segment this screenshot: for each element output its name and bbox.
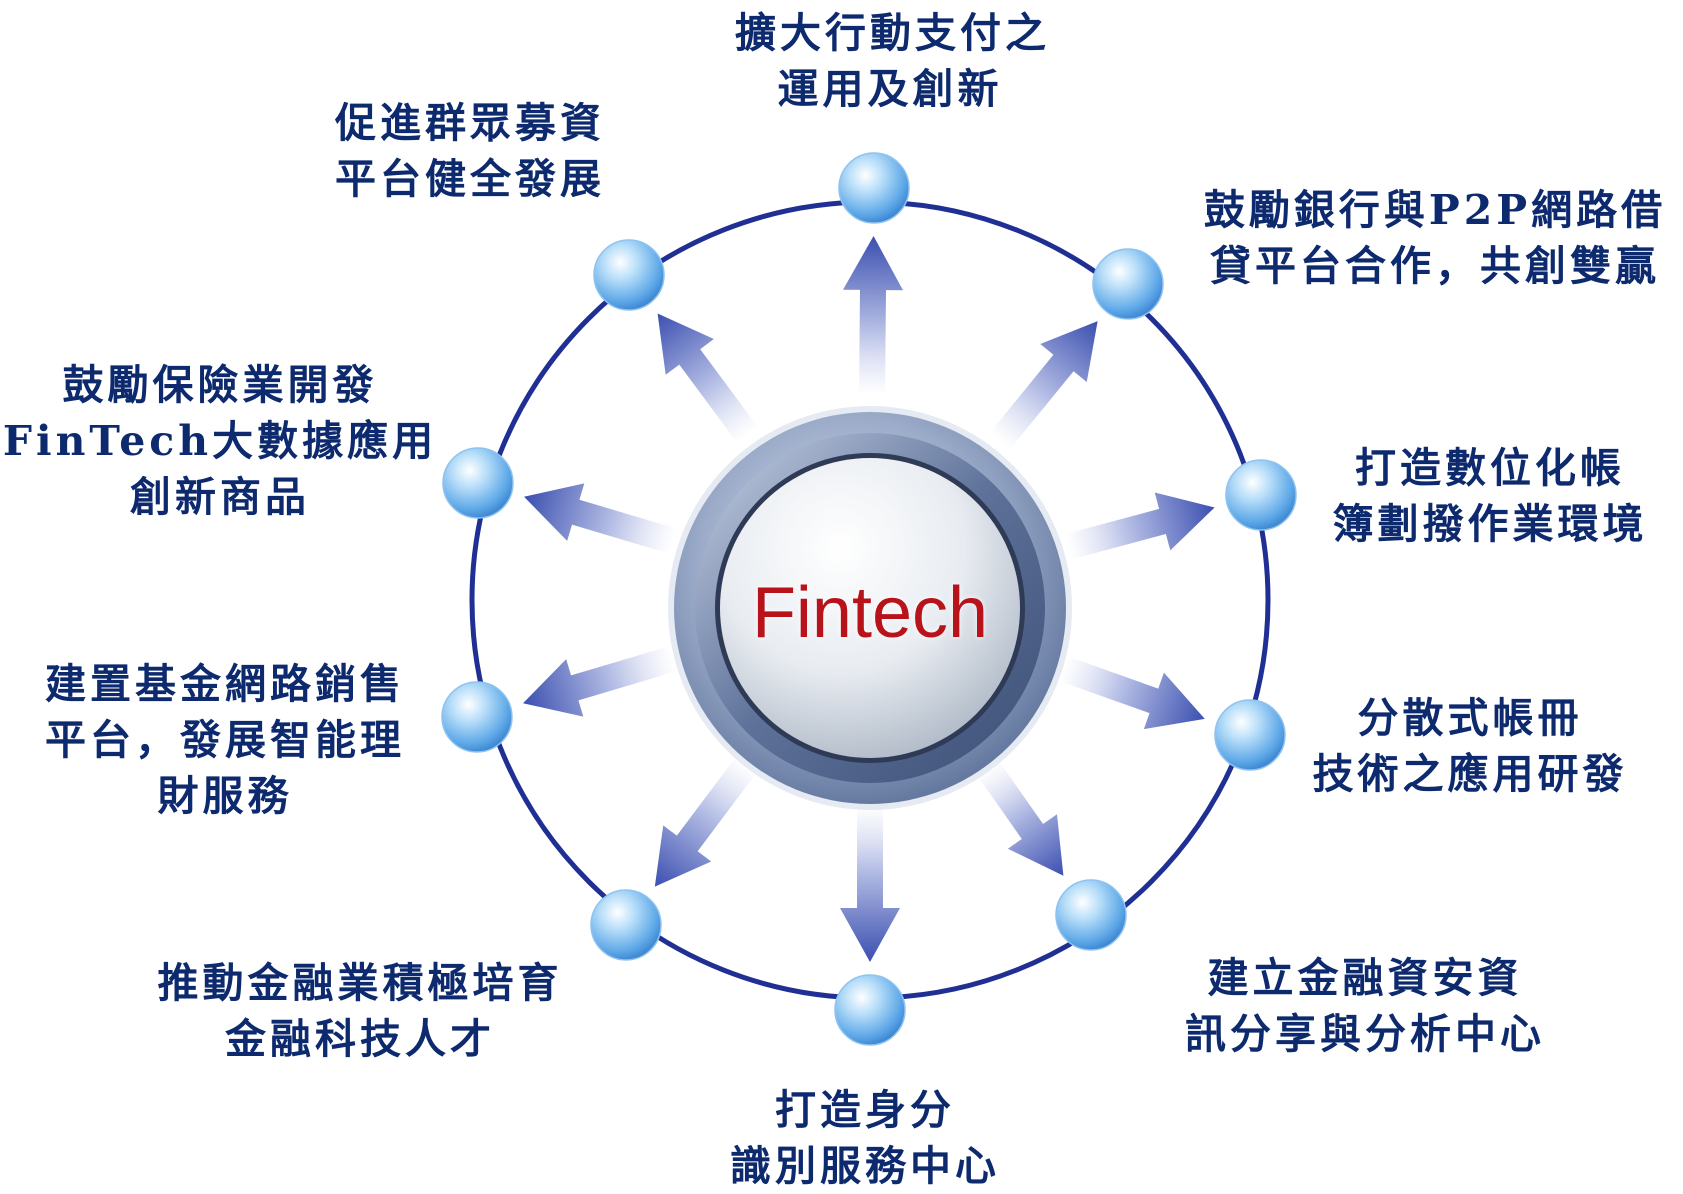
label-line: 訊分享與分析中心: [1185, 1010, 1545, 1058]
label-talent: 推動金融業積極培育金融科技人才: [140, 955, 580, 1067]
label-mobile-payment: 擴大行動支付之運用及創新: [735, 5, 1050, 117]
node-fund-platform: [441, 681, 513, 753]
node-p2p-lending: [1092, 248, 1164, 320]
label-identity-center: 打造身分識別服務中心: [715, 1082, 1015, 1194]
nodes-group: [441, 152, 1297, 1046]
node-insurance: [442, 447, 514, 519]
node-distributed-ledger: [1214, 699, 1286, 771]
label-line: 鼓勵保險業開發: [62, 361, 378, 409]
label-line: 技術之應用研發: [1312, 750, 1628, 798]
label-digital-account: 打造數位化帳簿劃撥作業環境: [1325, 440, 1655, 552]
label-distributed-ledger: 分散式帳冊技術之應用研發: [1305, 690, 1635, 802]
arrow-crowdfunding: [657, 313, 759, 444]
label-fund-platform: 建置基金網路銷售平台，發展智能理財服務: [15, 656, 435, 824]
label-line: 打造數位化帳: [1355, 444, 1625, 492]
label-line: 建立金融資安資: [1207, 954, 1523, 1002]
arrow-p2p-lending: [989, 321, 1098, 450]
label-line: 推動金融業積極培育: [157, 959, 563, 1007]
label-line: 識別服務中心: [730, 1142, 1000, 1190]
center-hub: [668, 406, 1072, 810]
label-line: 促進群眾募資: [335, 99, 605, 147]
node-digital-account: [1225, 459, 1297, 531]
label-crowdfunding: 促進群眾募資平台健全發展: [315, 95, 625, 207]
arrow-mobile-payment: [843, 235, 904, 396]
node-mobile-payment: [838, 152, 910, 224]
label-line: 平台，發展智能理: [45, 716, 405, 764]
node-talent: [590, 889, 662, 961]
arrow-security-center: [977, 760, 1064, 876]
label-line: 貸平台合作，共創雙贏: [1210, 242, 1660, 290]
center-label: Fintech: [751, 573, 989, 653]
arrow-fund-platform: [523, 646, 678, 717]
label-line: 金融科技人才: [225, 1015, 495, 1063]
arrow-insurance: [523, 483, 678, 554]
node-crowdfunding: [593, 239, 665, 311]
label-security-center: 建立金融資安資訊分享與分析中心: [1165, 950, 1565, 1062]
node-identity-center: [834, 974, 906, 1046]
node-security-center: [1055, 879, 1127, 951]
label-line: 鼓勵銀行與P2P網路借: [1203, 186, 1667, 234]
label-p2p-lending: 鼓勵銀行與P2P網路借貸平台合作，共創雙贏: [1200, 182, 1670, 294]
arrow-identity-center: [840, 805, 900, 962]
label-line: FinTech大數據應用: [2, 417, 438, 465]
label-line: 平台健全發展: [335, 155, 605, 203]
label-line: 財服務: [157, 772, 293, 820]
arrow-digital-account: [1064, 492, 1215, 560]
arrow-distributed-ledger: [1058, 656, 1205, 730]
arrow-talent: [654, 756, 758, 887]
label-insurance: 鼓勵保險業開發 FinTech大數據應用創新商品: [0, 357, 440, 525]
label-line: 運用及創新: [777, 65, 1003, 113]
arrows-group: [523, 235, 1215, 962]
label-line: 建置基金網路銷售: [45, 660, 405, 708]
label-line: 創新商品: [130, 473, 310, 521]
label-line: 分散式帳冊: [1357, 694, 1583, 742]
label-line: 簿劃撥作業環境: [1332, 500, 1648, 548]
label-line: 打造身分: [775, 1086, 955, 1134]
label-line: 擴大行動支付之: [735, 9, 1050, 57]
